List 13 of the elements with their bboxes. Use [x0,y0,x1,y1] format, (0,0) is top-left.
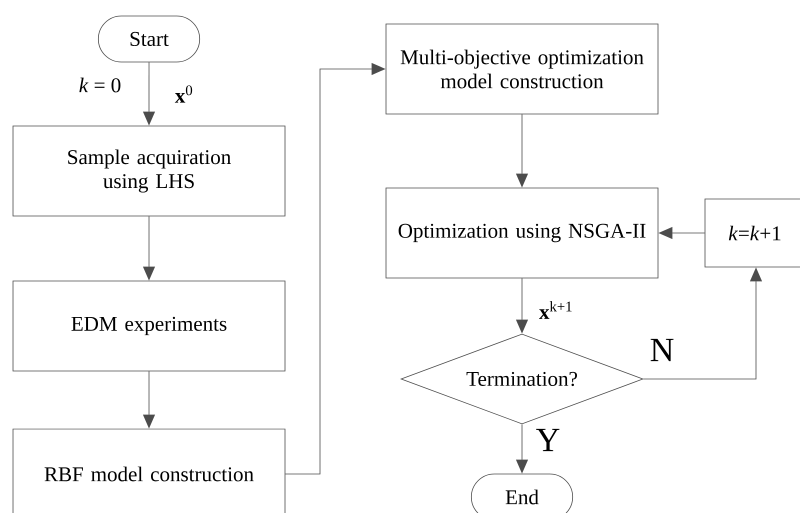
process-box: k=k+1 [704,198,800,268]
edge-label: x$^{k+1}$ [538,300,574,320]
variable-label: k = 0 [79,78,120,92]
edge-label: Y [534,428,562,452]
terminal-box: Start [98,16,200,62]
process-box: Optimization using NSGA-II [386,188,658,278]
process-box: Multi-objective optimization model construction [386,24,658,114]
process-box: Sample acquiration using LHS [12,126,286,216]
process-box: RBF model construction [12,428,286,513]
edge-label: N [648,338,676,362]
edge-label: x$^{0}$ [174,84,194,104]
process-box: EDM experiments [12,280,286,372]
terminal-box: End [470,474,574,513]
